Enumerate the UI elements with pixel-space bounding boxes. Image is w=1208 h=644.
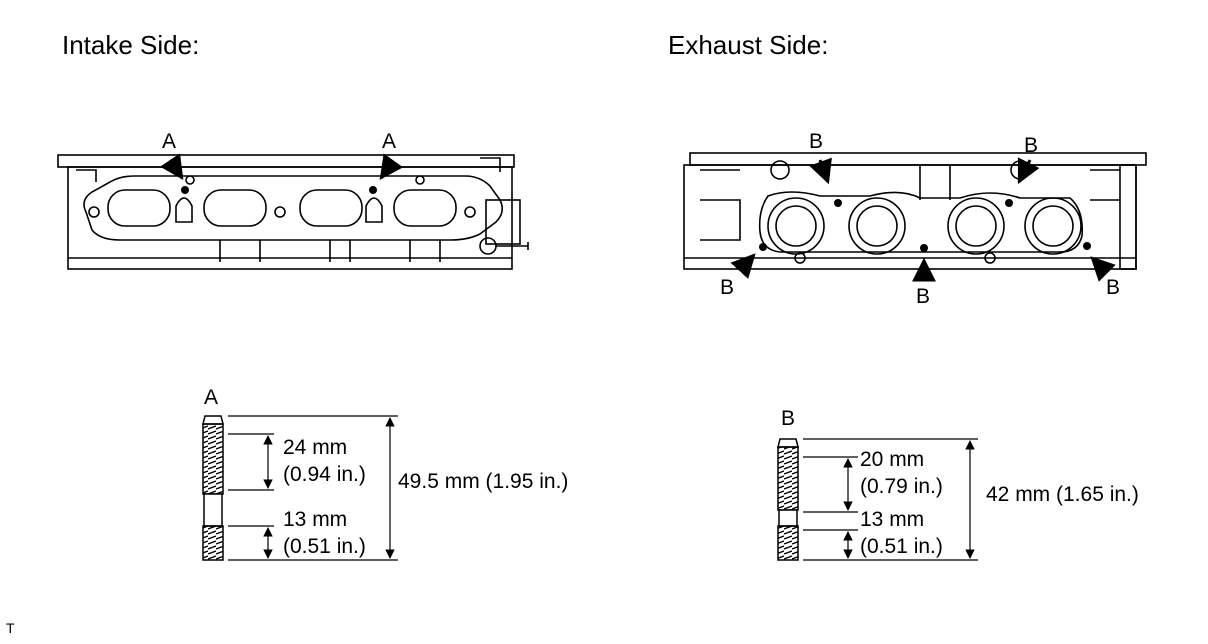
callout-a-1: A xyxy=(162,130,176,153)
exhaust-arrow-2 xyxy=(1017,157,1040,185)
stud-b-lower-mm: 13 mm xyxy=(860,508,924,531)
stud-a-upper-in: (0.94 in.) xyxy=(283,463,366,486)
stud-b-upper-in: (0.79 in.) xyxy=(860,475,943,498)
stud-a-dimension-lines xyxy=(228,415,398,561)
exhaust-side-heading: Exhaust Side: xyxy=(668,30,829,60)
intake-arrow-1 xyxy=(160,153,184,180)
stud-b-overall: 42 mm (1.65 in.) xyxy=(986,483,1139,506)
callout-a-2: A xyxy=(382,130,396,153)
exhaust-cylinder-head xyxy=(683,152,1147,270)
stud-b-label: B xyxy=(781,407,795,430)
callout-b-1: B xyxy=(809,130,823,153)
callout-b-4: B xyxy=(916,285,930,308)
exhaust-stud-hole-4 xyxy=(920,244,928,252)
exhaust-arrow-3 xyxy=(730,253,756,280)
stud-bolt-a xyxy=(202,415,224,561)
stud-a-upper-mm: 24 mm xyxy=(283,436,347,459)
exhaust-arrow-5 xyxy=(1090,256,1116,282)
stud-b-dimension-lines xyxy=(803,438,978,561)
intake-arrow-2 xyxy=(379,153,404,180)
exhaust-stud-hole-5 xyxy=(1083,242,1091,250)
callout-b-3: B xyxy=(720,276,734,299)
exhaust-stud-hole-1 xyxy=(834,199,842,207)
stud-a-lower-in: (0.51 in.) xyxy=(283,535,366,558)
stud-a-label: A xyxy=(204,386,218,409)
callout-b-2: B xyxy=(1024,134,1038,157)
exhaust-stud-hole-2 xyxy=(1005,199,1013,207)
stud-a-overall: 49.5 mm (1.95 in.) xyxy=(398,470,568,493)
footer-code: T xyxy=(6,620,15,636)
intake-cylinder-head xyxy=(57,154,529,270)
intake-stud-hole-2 xyxy=(369,186,377,194)
intake-side-heading: Intake Side: xyxy=(62,30,200,60)
exhaust-stud-hole-3 xyxy=(759,243,767,251)
stud-b-upper-mm: 20 mm xyxy=(860,448,924,471)
exhaust-arrow-1 xyxy=(809,157,832,185)
stud-bolt-b xyxy=(777,438,799,561)
callout-b-5: B xyxy=(1106,276,1120,299)
intake-stud-hole-1 xyxy=(181,186,189,194)
stud-a-lower-mm: 13 mm xyxy=(283,508,347,531)
stud-b-lower-in: (0.51 in.) xyxy=(860,535,943,558)
